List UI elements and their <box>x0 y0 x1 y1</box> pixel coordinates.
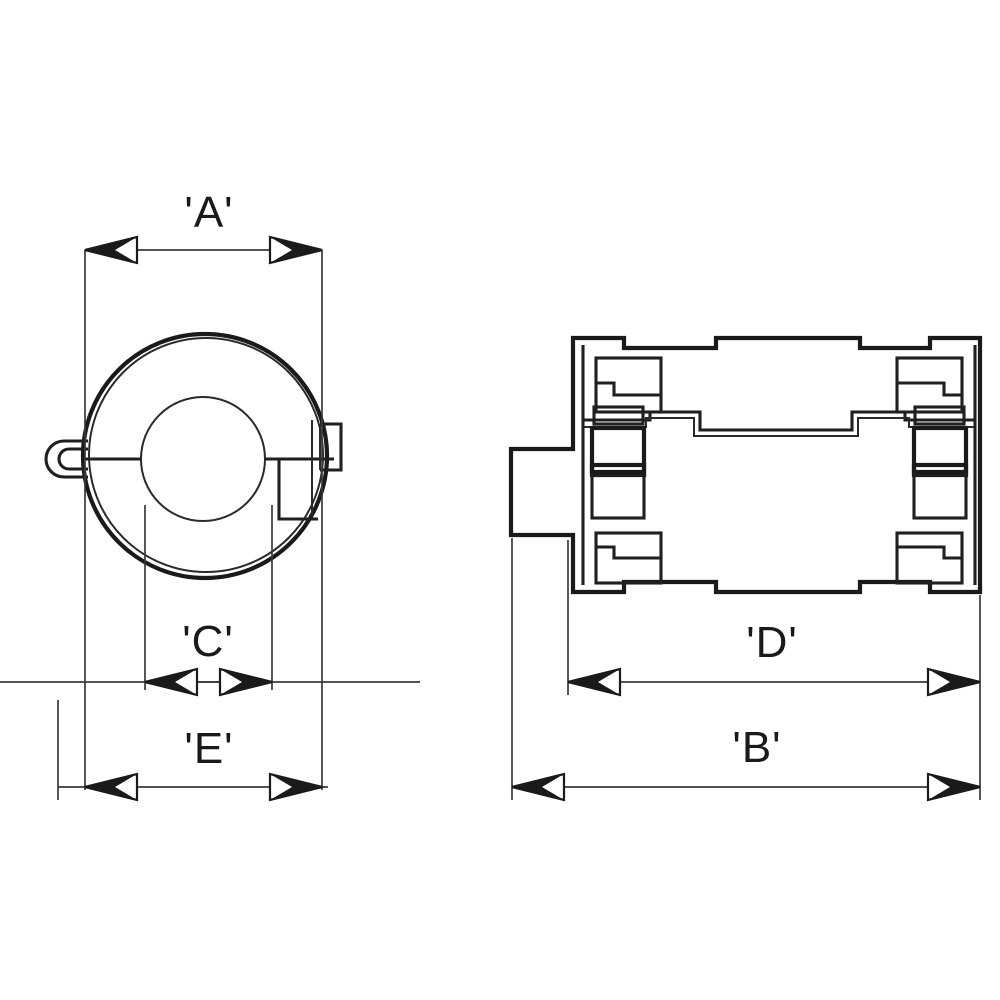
latch-block-right <box>911 405 969 520</box>
corner-recess-top-left <box>594 356 663 414</box>
latch-block-left <box>589 405 647 520</box>
clamp-outer-circle-inner-wall <box>88 337 324 573</box>
latch-block-right-lower <box>912 473 968 520</box>
dimension-A-label: 'A' <box>184 188 233 237</box>
dimension-B: 'B' <box>510 723 982 802</box>
dimension-E: 'E' <box>57 700 328 802</box>
clamp-catch-tab <box>320 422 343 472</box>
latch-block-left-cap <box>592 405 645 426</box>
side-view-inner-step-upper <box>583 410 975 432</box>
dimension-C: 'C' <box>143 617 274 697</box>
side-view-inner-step-upper-shadow <box>583 417 975 437</box>
latch-block-right-cap <box>913 405 966 426</box>
dimension-C-label: 'C' <box>182 617 234 666</box>
corner-recess-bottom-right <box>895 531 964 585</box>
side-view-group: 'D' 'B' <box>508 335 983 802</box>
latch-block-right-upper <box>911 425 969 475</box>
dimension-D: 'D' <box>566 618 982 697</box>
clamp-hinge-ear-inner <box>57 447 88 471</box>
latch-block-left-lower <box>590 473 646 520</box>
dimension-E-label: 'E' <box>184 724 233 773</box>
clamp-outer-circle <box>80 331 330 581</box>
dimension-A: 'A' <box>83 188 324 265</box>
clamp-hinge-ear-outer <box>44 439 88 479</box>
dimension-D-label: 'D' <box>746 618 798 667</box>
corner-recess-top-right <box>895 356 964 414</box>
dimension-B-label: 'B' <box>732 723 781 772</box>
latch-block-left-upper <box>589 425 647 475</box>
corner-recess-bottom-left <box>594 531 663 585</box>
clamp-latch-block <box>277 459 318 521</box>
end-view-group: 'A' 'C' 'E' <box>0 188 420 802</box>
